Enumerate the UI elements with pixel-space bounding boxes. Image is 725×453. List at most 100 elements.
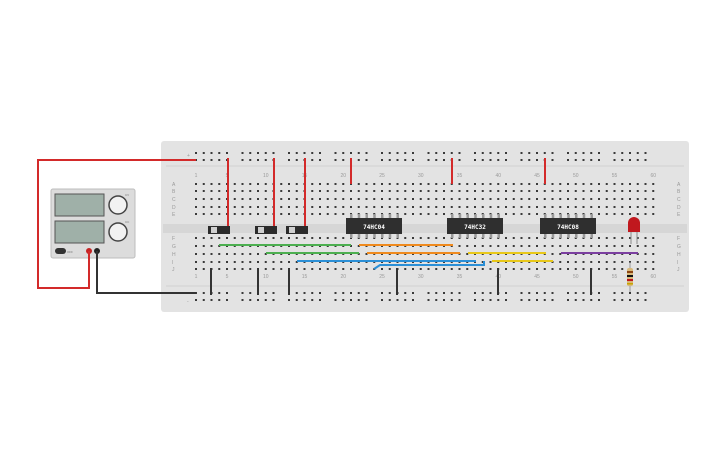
breadboard-hole[interactable]	[598, 183, 600, 185]
breadboard-hole[interactable]	[342, 299, 345, 301]
breadboard-hole[interactable]	[598, 206, 600, 208]
breadboard-hole[interactable]	[636, 198, 639, 200]
breadboard-hole[interactable]	[202, 245, 205, 247]
breadboard-hole[interactable]	[427, 152, 430, 154]
breadboard-hole[interactable]	[551, 206, 554, 208]
breadboard-hole[interactable]	[505, 152, 507, 154]
breadboard-hole[interactable]	[435, 159, 438, 161]
breadboard-hole[interactable]	[303, 292, 306, 294]
breadboard-hole[interactable]	[350, 198, 352, 200]
breadboard-hole[interactable]	[210, 198, 213, 200]
breadboard-hole[interactable]	[195, 299, 197, 301]
breadboard-hole[interactable]	[311, 152, 314, 154]
breadboard-hole[interactable]	[505, 159, 507, 161]
breadboard-hole[interactable]	[574, 261, 577, 263]
breadboard-hole[interactable]	[218, 206, 221, 208]
breadboard-hole[interactable]	[241, 261, 244, 263]
breadboard-hole[interactable]	[536, 152, 538, 154]
breadboard-hole[interactable]	[381, 292, 383, 294]
breadboard-hole[interactable]	[365, 206, 368, 208]
breadboard-hole[interactable]	[280, 237, 283, 239]
breadboard-hole[interactable]	[381, 198, 383, 200]
breadboard-hole[interactable]	[381, 183, 383, 185]
breadboard-hole[interactable]	[435, 237, 438, 239]
breadboard-hole[interactable]	[280, 268, 283, 270]
breadboard-hole[interactable]	[311, 159, 314, 161]
breadboard-hole[interactable]	[210, 261, 213, 263]
breadboard-hole[interactable]	[629, 237, 631, 239]
breadboard-hole[interactable]	[528, 183, 531, 185]
breadboard-hole[interactable]	[280, 206, 283, 208]
breadboard-hole[interactable]	[582, 190, 585, 192]
breadboard-hole[interactable]	[574, 198, 577, 200]
breadboard-hole[interactable]	[373, 198, 376, 200]
breadboard-hole[interactable]	[210, 253, 213, 255]
breadboard-hole[interactable]	[241, 299, 244, 301]
breadboard-hole[interactable]	[613, 152, 616, 154]
breadboard-hole[interactable]	[489, 292, 492, 294]
breadboard-hole[interactable]	[311, 183, 314, 185]
breadboard-hole[interactable]	[644, 190, 647, 192]
breadboard-hole[interactable]	[210, 190, 213, 192]
breadboard-hole[interactable]	[404, 190, 407, 192]
breadboard-hole[interactable]	[388, 152, 391, 154]
breadboard-hole[interactable]	[319, 268, 321, 270]
breadboard-hole[interactable]	[536, 198, 538, 200]
breadboard-hole[interactable]	[295, 299, 298, 301]
breadboard-hole[interactable]	[288, 261, 290, 263]
breadboard-hole[interactable]	[381, 152, 383, 154]
breadboard-hole[interactable]	[636, 213, 639, 215]
breadboard-hole[interactable]	[613, 159, 616, 161]
breadboard-hole[interactable]	[636, 292, 639, 294]
breadboard-hole[interactable]	[559, 268, 562, 270]
breadboard-hole[interactable]	[636, 299, 639, 301]
breadboard-hole[interactable]	[528, 190, 531, 192]
breadboard-hole[interactable]	[249, 237, 252, 239]
breadboard-hole[interactable]	[233, 183, 236, 185]
breadboard-hole[interactable]	[404, 213, 407, 215]
breadboard-hole[interactable]	[218, 299, 221, 301]
breadboard-hole[interactable]	[427, 299, 430, 301]
breadboard-hole[interactable]	[489, 299, 492, 301]
breadboard-hole[interactable]	[528, 299, 531, 301]
breadboard-hole[interactable]	[412, 268, 414, 270]
slide-switches[interactable]	[208, 226, 308, 234]
breadboard-hole[interactable]	[636, 152, 639, 154]
breadboard-hole[interactable]	[652, 245, 655, 247]
breadboard-hole[interactable]	[396, 152, 399, 154]
breadboard-hole[interactable]	[481, 268, 484, 270]
breadboard-hole[interactable]	[272, 152, 275, 154]
breadboard-hole[interactable]	[404, 292, 407, 294]
breadboard-hole[interactable]	[481, 261, 484, 263]
breadboard-hole[interactable]	[466, 183, 469, 185]
breadboard-hole[interactable]	[652, 268, 655, 270]
breadboard-hole[interactable]	[636, 268, 639, 270]
switch-knob[interactable]	[289, 227, 295, 233]
breadboard-hole[interactable]	[621, 213, 624, 215]
breadboard-hole[interactable]	[590, 152, 593, 154]
breadboard-hole[interactable]	[629, 292, 631, 294]
breadboard-hole[interactable]	[334, 299, 337, 301]
breadboard-hole[interactable]	[249, 183, 252, 185]
breadboard-hole[interactable]	[636, 206, 639, 208]
breadboard-hole[interactable]	[257, 253, 259, 255]
breadboard-hole[interactable]	[264, 190, 267, 192]
breadboard-hole[interactable]	[567, 268, 569, 270]
breadboard-hole[interactable]	[218, 292, 221, 294]
breadboard-hole[interactable]	[435, 183, 438, 185]
breadboard-hole[interactable]	[512, 206, 515, 208]
breadboard-hole[interactable]	[342, 159, 345, 161]
breadboard-hole[interactable]	[311, 268, 314, 270]
breadboard-hole[interactable]	[404, 206, 407, 208]
breadboard-hole[interactable]	[644, 299, 647, 301]
breadboard-hole[interactable]	[497, 245, 500, 247]
breadboard-hole[interactable]	[598, 245, 600, 247]
breadboard-hole[interactable]	[412, 299, 414, 301]
breadboard-hole[interactable]	[512, 245, 515, 247]
breadboard-hole[interactable]	[489, 152, 492, 154]
ground-wires[interactable]	[210, 268, 592, 295]
breadboard-hole[interactable]	[582, 183, 585, 185]
breadboard-hole[interactable]	[311, 299, 314, 301]
breadboard-hole[interactable]	[559, 206, 562, 208]
breadboard-hole[interactable]	[644, 159, 647, 161]
